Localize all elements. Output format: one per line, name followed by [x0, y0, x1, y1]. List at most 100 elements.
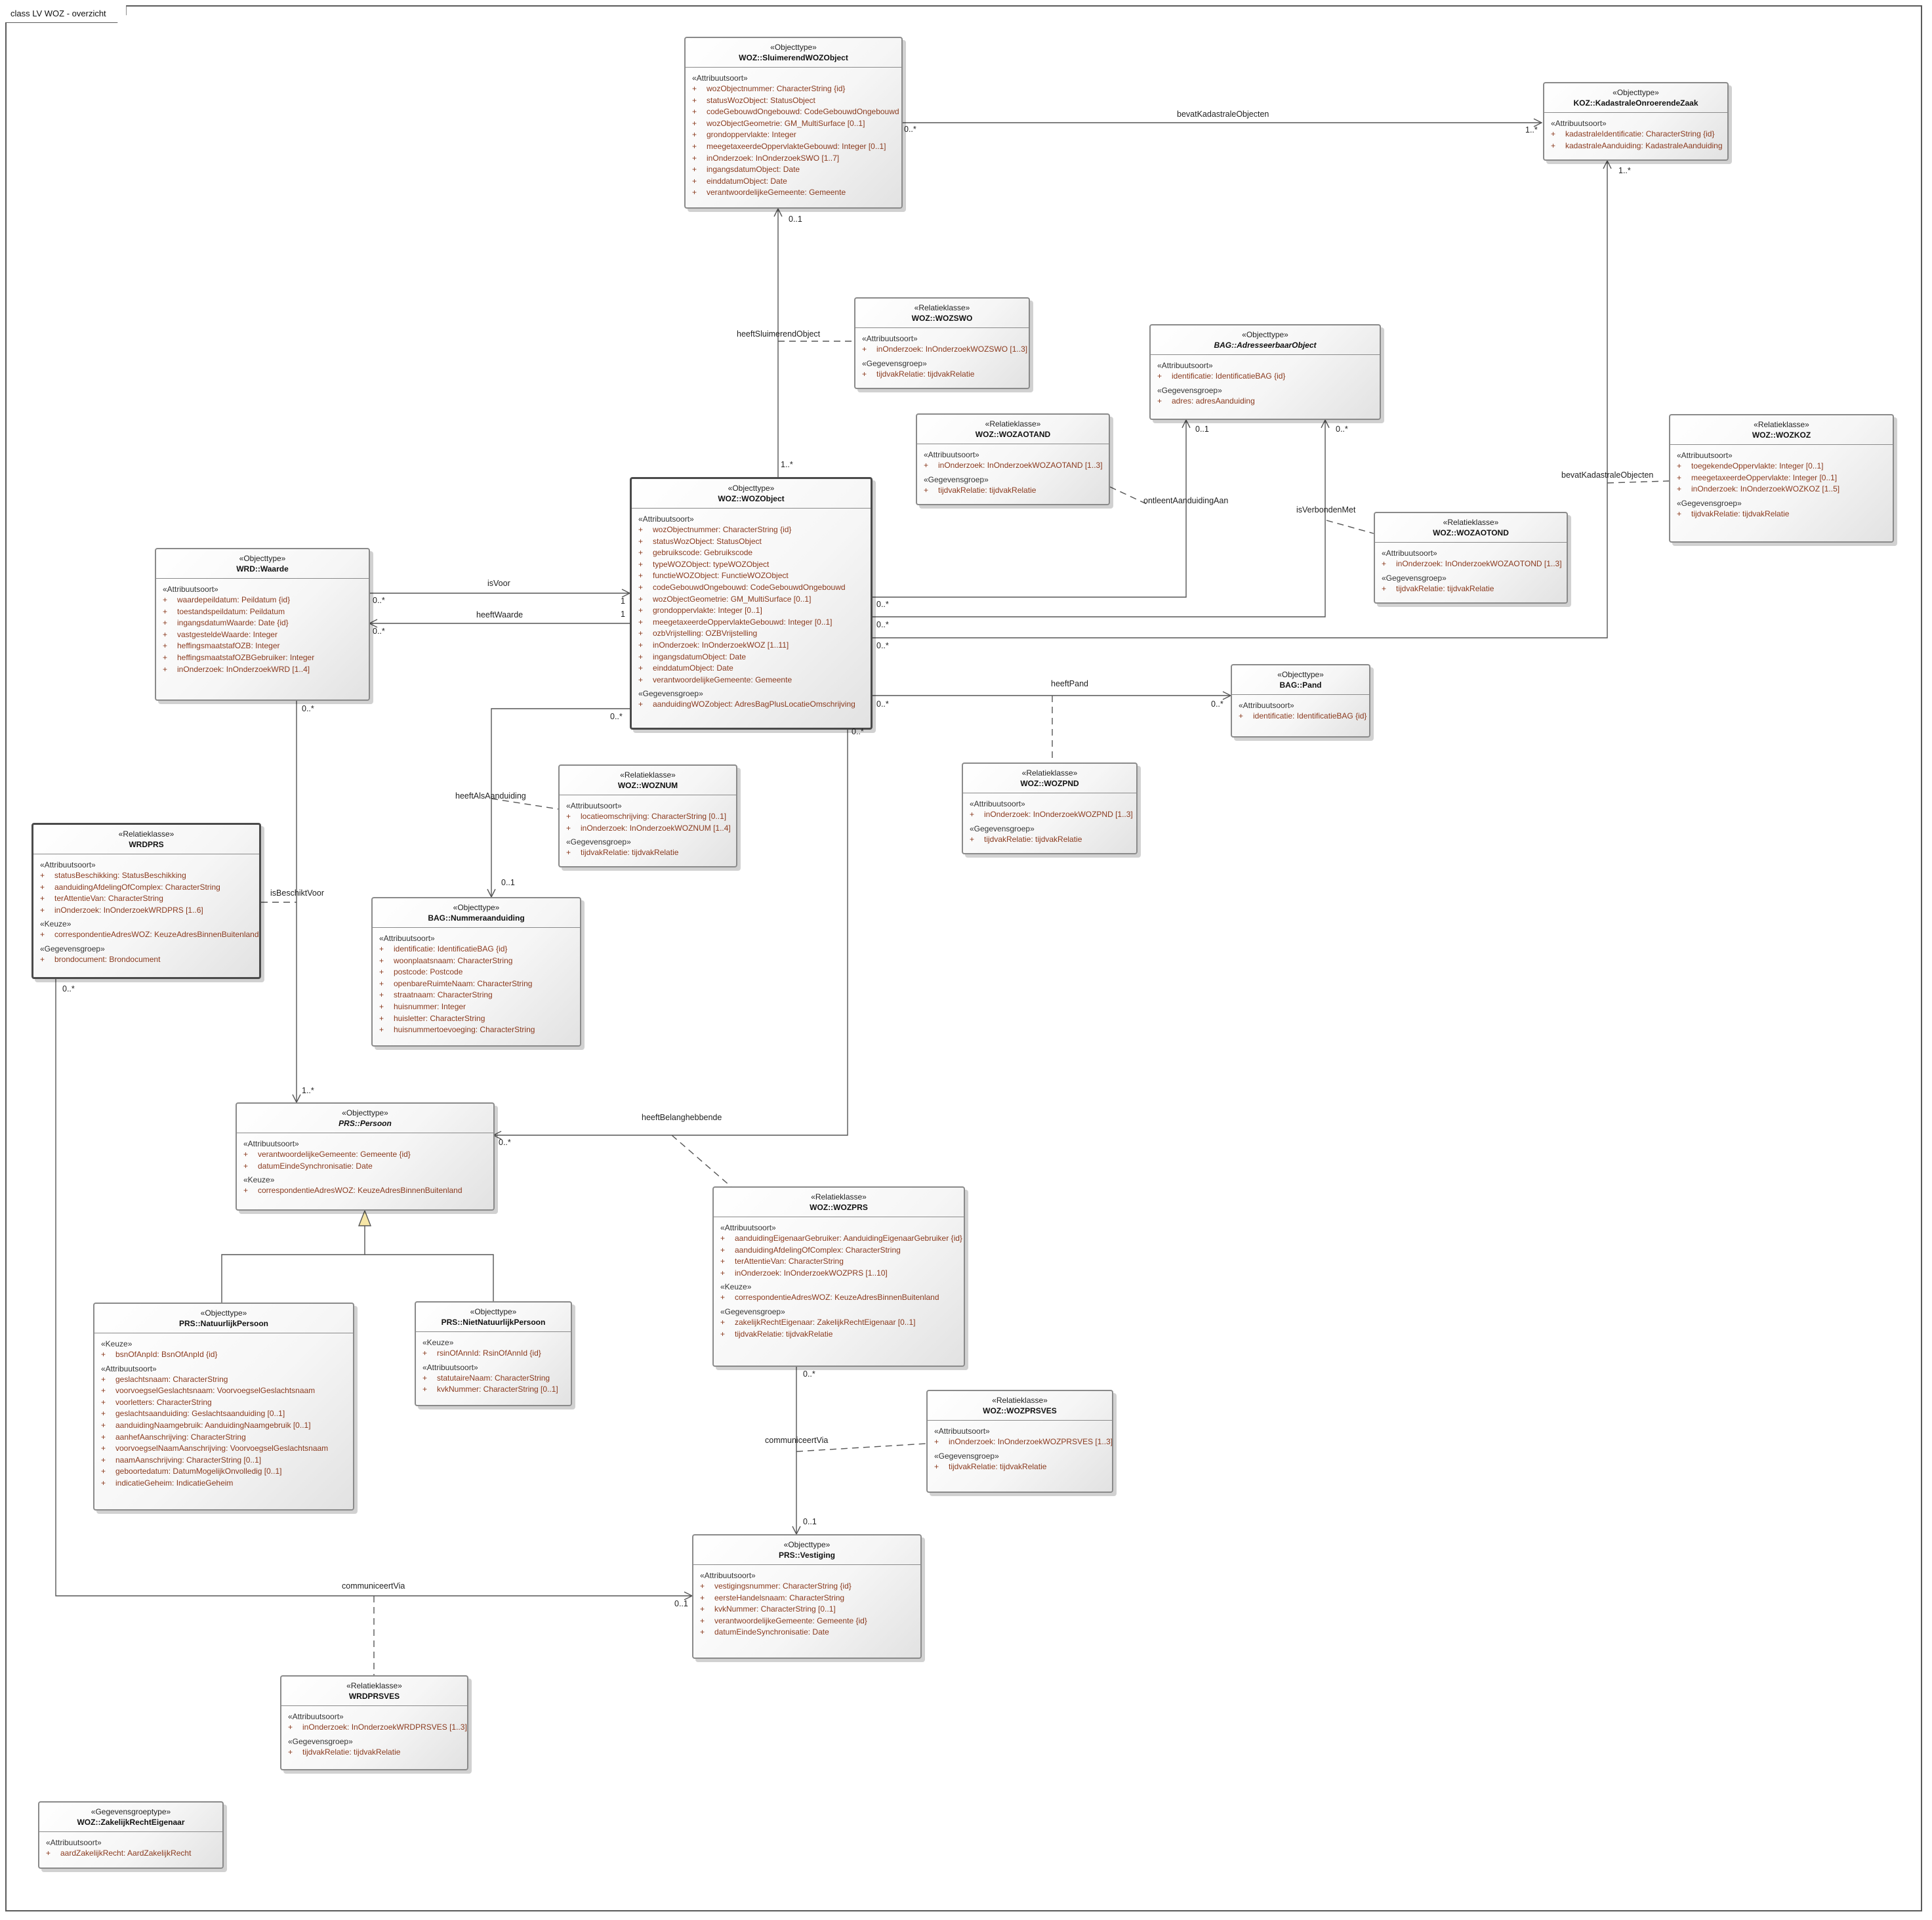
- class-pand[interactable]: «Objecttype»BAG::Pand«Attribuutsoort»+id…: [1231, 664, 1370, 738]
- visibility-public-icon: +: [720, 1268, 726, 1278]
- class-wozpnd[interactable]: «Relatieklasse»WOZ::WOZPND«Attribuutsoor…: [962, 762, 1138, 854]
- visibility-public-icon: +: [1677, 484, 1682, 494]
- class-wozswo[interactable]: «Relatieklasse»WOZ::WOZSWO«Attribuutsoor…: [854, 297, 1030, 389]
- attribute-text: statusWozObject: StatusObject: [707, 95, 815, 105]
- class-stereotype: «Relatieklasse»: [1754, 420, 1809, 429]
- section-stereotype: «Gegevensgroep»: [720, 1306, 785, 1316]
- edge-heeftalsaanduiding: [491, 708, 630, 897]
- visibility-public-icon: +: [638, 571, 644, 581]
- attribute: +verantwoordelijkeGemeente: Gemeente {id…: [700, 1616, 916, 1627]
- class-body: «Attribuutsoort»+waardepeildatum: Peilda…: [156, 579, 369, 677]
- class-vestiging[interactable]: «Objecttype»PRS::Vestiging«Attribuutsoor…: [692, 1534, 922, 1659]
- section-stereotype: «Gegevensgroep»: [1677, 498, 1742, 508]
- mult-vestiging-top: 0..1: [803, 1517, 817, 1526]
- class-wozprsves[interactable]: «Relatieklasse»WOZ::WOZPRSVES«Attribuuts…: [926, 1390, 1113, 1493]
- visibility-public-icon: +: [379, 944, 384, 953]
- section-stereotype: «Attribuutsoort»: [40, 860, 96, 869]
- attribute: +rsinOfAnnId: RsinOfAnnId {id}: [422, 1348, 567, 1360]
- attribute-text: inOnderzoek: InOnderzoekWRD [1..4]: [177, 664, 310, 674]
- visibility-public-icon: +: [720, 1257, 726, 1266]
- mult-vestiging-left: 0..1: [674, 1599, 688, 1608]
- attribute: +voorvoegselGeslachtsnaam: VoorvoegselGe…: [101, 1385, 349, 1397]
- section-stereotype: «Gegevensgroep»: [40, 944, 105, 953]
- class-wozaotand[interactable]: «Relatieklasse»WOZ::WOZAOTAND«Attribuuts…: [916, 413, 1110, 505]
- visibility-public-icon: +: [720, 1245, 726, 1255]
- class-body: «Attribuutsoort»+identificatie: Identifi…: [373, 928, 580, 1037]
- class-stereotype: «Objecttype»: [470, 1307, 517, 1316]
- section-stereotype: «Attribuutsoort»: [422, 1362, 478, 1372]
- visibility-public-icon: +: [163, 629, 168, 639]
- visibility-public-icon: +: [692, 130, 697, 140]
- visibility-public-icon: +: [638, 675, 644, 684]
- class-stereotype: «Objecttype»: [453, 903, 500, 912]
- visibility-public-icon: +: [379, 967, 384, 977]
- class-persoon[interactable]: «Objecttype»PRS::Persoon«Attribuutsoort»…: [236, 1102, 495, 1211]
- visibility-public-icon: +: [379, 1001, 384, 1011]
- class-wozkoz[interactable]: «Relatieklasse»WOZ::WOZKOZ«Attribuutsoor…: [1669, 414, 1894, 543]
- visibility-public-icon: +: [1677, 472, 1682, 482]
- class-zakelijkrecht[interactable]: «Gegevensgroeptype»WOZ::ZakelijkRechtEig…: [38, 1801, 224, 1869]
- attribute-text: wozObjectnummer: CharacterString {id}: [653, 525, 792, 534]
- class-wrdprs[interactable]: «Relatieklasse»WRDPRS«Attribuutsoort»+st…: [31, 823, 261, 979]
- class-natuurlijk[interactable]: «Objecttype»PRS::NatuurlijkPersoon«Keuze…: [93, 1303, 354, 1511]
- class-nummeraanduiding[interactable]: «Objecttype»BAG::Nummeraanduiding«Attrib…: [371, 897, 581, 1047]
- attribute: +heffingsmaatstafOZBGebruiker: Integer: [163, 652, 365, 664]
- attribute: +meegetaxeerdeOppervlakteGebouwd: Intege…: [692, 141, 897, 153]
- class-body: «Attribuutsoort»+locatieomschrijving: Ch…: [560, 795, 736, 860]
- class-sluimerend[interactable]: «Objecttype»WOZ::SluimerendWOZObject«Att…: [684, 37, 903, 209]
- class-name: WOZ::WOZAOTAND: [975, 430, 1051, 439]
- class-nietnatuurlijk[interactable]: «Objecttype»PRS::NietNatuurlijkPersoon«K…: [415, 1301, 572, 1406]
- visibility-public-icon: +: [862, 344, 867, 354]
- visibility-public-icon: +: [638, 699, 644, 709]
- attribute-text: tijdvakRelatie: tijdvakRelatie: [938, 485, 1037, 495]
- section-stereotype: «Attribuutsoort»: [288, 1712, 344, 1721]
- class-body: «Attribuutsoort»+inOnderzoek: InOnderzoe…: [1375, 543, 1567, 596]
- attribute: +correspondentieAdresWOZ: KeuzeAdresBinn…: [40, 929, 259, 941]
- class-wozobject[interactable]: «Objecttype»WOZ::WOZObject«Attribuutsoor…: [630, 477, 873, 730]
- class-waarde[interactable]: «Objecttype»WRD::Waarde«Attribuutsoort»+…: [155, 548, 370, 701]
- attribute: +correspondentieAdresWOZ: KeuzeAdresBinn…: [243, 1185, 489, 1197]
- class-wozprs[interactable]: «Relatieklasse»WOZ::WOZPRS«Attribuutsoor…: [712, 1186, 965, 1367]
- visibility-public-icon: +: [1551, 129, 1556, 138]
- class-name: KOZ::KadastraleOnroerendeZaak: [1573, 98, 1698, 108]
- class-stereotype: «Relatieklasse»: [118, 829, 175, 839]
- class-header: «Relatieklasse»WOZ::WOZSWO: [855, 299, 1029, 328]
- class-stereotype: «Gegevensgroeptype»: [91, 1807, 171, 1816]
- attribute-text: tijdvakRelatie: tijdvakRelatie: [581, 848, 679, 858]
- visibility-public-icon: +: [638, 663, 644, 673]
- mult-woz-belanghebbende: 0..*: [852, 727, 864, 736]
- section-stereotype: «Keuze»: [422, 1338, 454, 1347]
- class-header: «Relatieklasse»WOZ::WOZPND: [963, 764, 1136, 793]
- class-wrdprsves[interactable]: «Relatieklasse»WRDPRSVES«Attribuutsoort»…: [280, 1675, 468, 1770]
- section-stereotype: «Attribuutsoort»: [692, 73, 748, 83]
- class-kadastrale[interactable]: «Objecttype»KOZ::KadastraleOnroerendeZaa…: [1543, 82, 1729, 161]
- attribute: +statusWozObject: StatusObject: [692, 95, 897, 107]
- attribute-text: einddatumObject: Date: [653, 663, 733, 673]
- attribute: +tijdvakRelatie: tijdvakRelatie: [288, 1747, 463, 1759]
- assoc-link-wozaotand: [1109, 486, 1150, 506]
- attribute-text: identificatie: IdentificatieBAG {id}: [394, 944, 508, 953]
- label-communiceertvia-wozprs: communiceertVia: [765, 1436, 829, 1445]
- attribute-text: tijdvakRelatie: tijdvakRelatie: [302, 1747, 401, 1757]
- class-adresseerbaar[interactable]: «Objecttype»BAG::AdresseerbaarObject«Att…: [1149, 324, 1381, 420]
- label-isvoor: isVoor: [487, 579, 510, 588]
- section-stereotype: «Gegevensgroep»: [638, 689, 703, 699]
- attribute-text: brondocument: Brondocument: [54, 954, 161, 964]
- class-wozaotond[interactable]: «Relatieklasse»WOZ::WOZAOTOND«Attribuuts…: [1374, 512, 1568, 604]
- section-stereotype: «Attribuutsoort»: [46, 1838, 102, 1847]
- attribute: +aanduidingWOZobject: AdresBagPlusLocati…: [638, 699, 867, 711]
- section-stereotype: «Gegevensgroep»: [1157, 385, 1222, 395]
- attribute-text: meegetaxeerdeOppervlakteGebouwd: Integer…: [653, 617, 832, 627]
- visibility-public-icon: +: [638, 652, 644, 661]
- section-stereotype: «Attribuutsoort»: [700, 1571, 756, 1580]
- class-stereotype: «Objecttype»: [342, 1108, 388, 1117]
- attribute: +voorvoegselNaamAanschrijving: Voorvoegs…: [101, 1443, 349, 1455]
- class-name: WOZ::WOZPND: [1020, 779, 1079, 788]
- class-woznum[interactable]: «Relatieklasse»WOZ::WOZNUM«Attribuutsoor…: [558, 764, 737, 867]
- class-stereotype: «Objecttype»: [1277, 670, 1324, 679]
- section-stereotype: «Attribuutsoort»: [1239, 701, 1294, 710]
- class-name: WOZ::WOZPRSVES: [983, 1406, 1057, 1415]
- visibility-public-icon: +: [1382, 559, 1387, 568]
- mult-waarde-isvoor: 0..*: [373, 596, 385, 605]
- class-body: «Attribuutsoort»+statusBeschikking: Stat…: [33, 854, 259, 967]
